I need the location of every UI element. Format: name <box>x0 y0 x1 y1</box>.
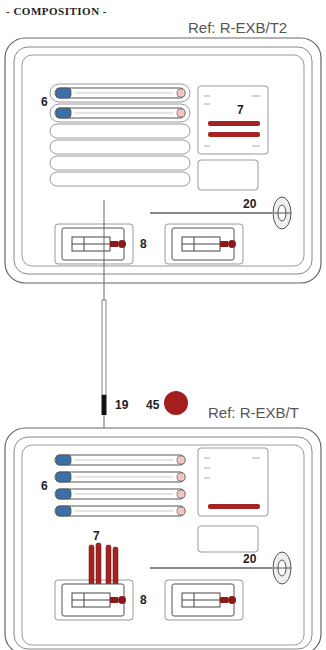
ref-label: Ref: R-EXB/T2 <box>188 20 287 35</box>
callout-number: 7 <box>236 104 245 116</box>
callout-number: 8 <box>139 238 148 250</box>
title: - COMPOSITION - <box>6 6 107 17</box>
callout-number: 6 <box>40 480 49 492</box>
callout-number: 6 <box>40 96 49 108</box>
callout-number: 7 <box>92 530 101 542</box>
callout-number: 20 <box>242 198 257 210</box>
callout-number: 45 <box>145 399 160 411</box>
ref-label: Ref: R-EXB/T <box>208 405 299 420</box>
callout-number: 8 <box>139 594 148 606</box>
callout-number: 19 <box>114 399 129 411</box>
callout-number: 20 <box>242 553 257 565</box>
